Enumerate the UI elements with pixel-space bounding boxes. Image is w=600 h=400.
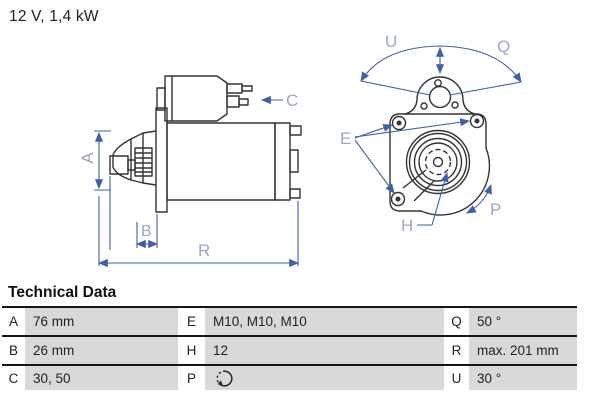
front-view-dimensions <box>354 45 522 226</box>
param-label-P: P <box>178 366 205 390</box>
dim-label-B: B <box>141 223 152 240</box>
param-label-U: U <box>444 366 469 390</box>
dim-label-E: E <box>340 129 351 148</box>
param-label-Q: Q <box>444 308 469 335</box>
table-row: C 30, 50 P U 30 ° <box>2 366 577 390</box>
param-value-U: 30 ° <box>469 366 577 390</box>
dim-label-Q: Q <box>497 37 510 56</box>
param-label-C: C <box>2 366 25 390</box>
param-label-H: H <box>178 337 205 364</box>
dim-label-A: A <box>78 152 97 164</box>
spec-title: 12 V, 1,4 kW <box>9 8 99 25</box>
param-value-P <box>205 366 444 390</box>
dim-label-U: U <box>385 32 397 51</box>
dim-label-H: H <box>401 216 413 235</box>
technical-data-heading: Technical Data <box>8 284 117 301</box>
param-label-A: A <box>2 308 25 335</box>
front-view-drawing <box>389 76 491 216</box>
side-view-drawing <box>109 75 302 213</box>
table-row: B 26 mm H 12 R max. 201 mm <box>2 337 577 366</box>
param-value-H: 12 <box>205 337 444 364</box>
param-value-A: 76 mm <box>25 308 178 335</box>
param-value-Q: 50 ° <box>469 308 577 335</box>
param-label-E: E <box>178 308 205 335</box>
dim-label-R: R <box>198 241 210 260</box>
table-row: A 76 mm E M10, M10, M10 Q 50 ° <box>2 308 577 337</box>
technical-drawing: A B R C <box>78 32 522 268</box>
param-value-R: max. 201 mm <box>469 337 577 364</box>
param-value-C: 30, 50 <box>25 366 178 390</box>
param-value-E: M10, M10, M10 <box>205 308 444 335</box>
param-label-B: B <box>2 337 25 364</box>
dim-label-C: C <box>286 91 298 110</box>
param-value-B: 26 mm <box>25 337 178 364</box>
side-view-dimensions <box>94 95 300 268</box>
dim-label-P: P <box>490 200 501 219</box>
param-label-R: R <box>444 337 469 364</box>
rotation-direction-icon <box>216 370 233 387</box>
technical-data-table: A 76 mm E M10, M10, M10 Q 50 ° B 26 mm H… <box>2 306 577 390</box>
